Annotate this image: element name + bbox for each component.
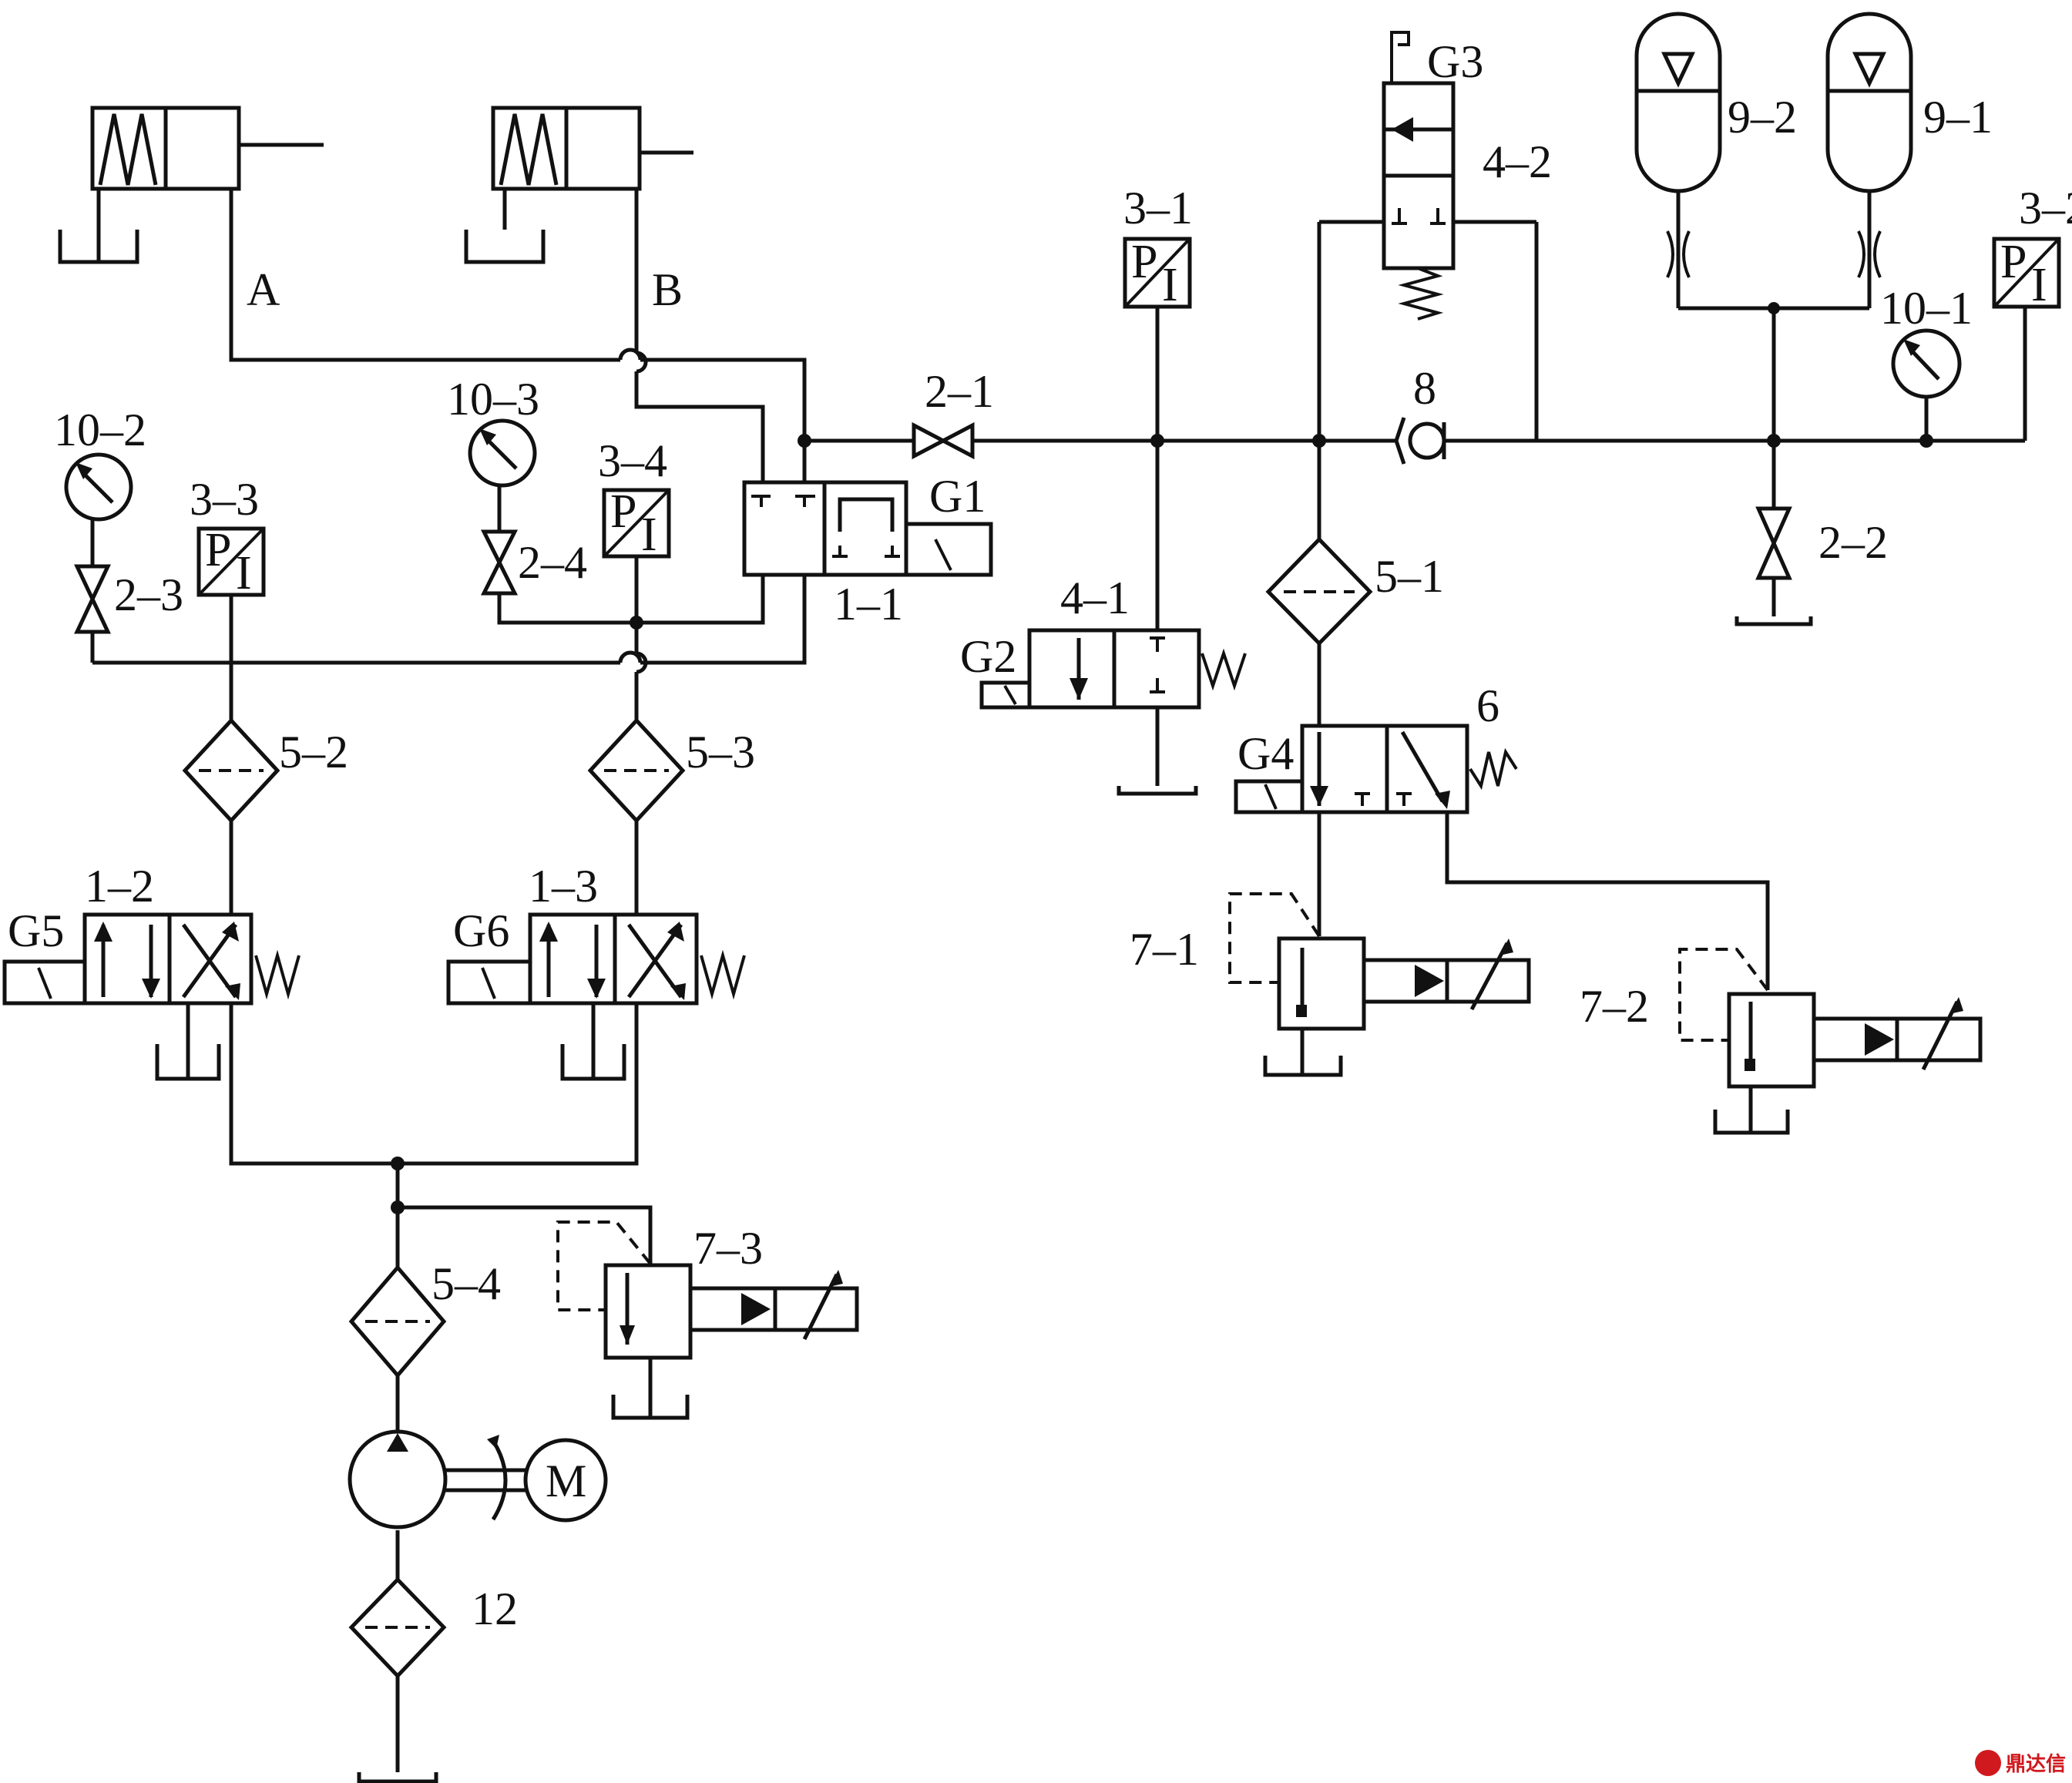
pressure-sensor-3-3: P I (196, 524, 266, 599)
valve-4-2 (1382, 31, 1456, 321)
piping (90, 189, 2027, 1772)
label-5-2: 5–2 (279, 727, 348, 777)
label-12: 12 (472, 1583, 518, 1634)
check-valve-8 (1394, 417, 1446, 465)
filter-5-2 (182, 717, 280, 824)
label-4-1: 4–1 (1060, 573, 1130, 623)
label-G1: G1 (929, 471, 986, 522)
valve-1-3 (446, 912, 746, 1081)
label-5-1: 5–1 (1375, 551, 1444, 602)
label-7-2: 7–2 (1580, 981, 1649, 1032)
label-3-1: 3–1 (1123, 183, 1193, 233)
valve-1-2 (2, 912, 301, 1081)
label-7-1: 7–1 (1130, 924, 1199, 975)
gauge-10-3 (468, 418, 537, 532)
valve-2-3 (74, 564, 111, 634)
label-10-3: 10–3 (447, 374, 539, 425)
gauge-10-1 (1891, 328, 1962, 431)
label-1-2: 1–2 (85, 861, 154, 912)
label-B: B (652, 264, 683, 315)
label-A: A (247, 264, 280, 315)
svg-text:I: I (1162, 259, 1178, 311)
filter-5-1 (1265, 536, 1373, 646)
label-G3: G3 (1427, 36, 1483, 87)
svg-text:I: I (641, 509, 657, 561)
svg-text:M: M (546, 1456, 586, 1506)
label-1-1: 1–1 (834, 579, 903, 630)
svg-text:P: P (1131, 236, 1157, 288)
relief-valve-7-1 (1228, 892, 1531, 1077)
label-6: 6 (1476, 680, 1499, 731)
svg-text:I: I (2031, 259, 2047, 311)
watermark-text: 鼎达信 (2005, 1753, 2066, 1776)
label-5-4: 5–4 (432, 1258, 501, 1309)
label-5-3: 5–3 (686, 727, 755, 777)
label-G6: G6 (453, 905, 509, 956)
filter-5-4 (348, 1264, 447, 1378)
label-2-3: 2–3 (114, 569, 183, 620)
label-2-2: 2–2 (1818, 517, 1888, 568)
pump (348, 1429, 526, 1529)
label-8: 8 (1413, 363, 1436, 414)
label-7-3: 7–3 (693, 1223, 763, 1274)
svg-text:P: P (205, 524, 231, 576)
label-3-2: 3–2 (2019, 183, 2072, 233)
label-2-4: 2–4 (518, 537, 587, 588)
valve-1-1 (742, 480, 993, 577)
pressure-sensor-3-1: P I (1123, 236, 1192, 311)
valve-6 (1234, 724, 1518, 814)
label-2-1: 2–1 (925, 366, 994, 417)
relief-valve-7-2 (1678, 948, 1983, 1135)
valve-2-1 (912, 421, 975, 460)
cylinder-b (464, 106, 693, 264)
label-G2: G2 (960, 631, 1016, 682)
gauge-10-2 (64, 452, 133, 566)
label-1-3: 1–3 (529, 861, 598, 912)
filter-12 (348, 1576, 447, 1783)
watermark-logo-icon (1974, 1749, 2001, 1776)
relief-valve-7-3 (556, 1221, 859, 1420)
label-9-1: 9–1 (1923, 92, 1993, 143)
label-10-2: 10–2 (54, 405, 146, 455)
cylinder-a (58, 106, 324, 264)
accumulator-9-2 (1634, 12, 1722, 278)
label-10-1: 10–1 (1880, 283, 1973, 334)
label-3-3: 3–3 (190, 474, 259, 525)
motor: M (523, 1438, 608, 1523)
label-G5: G5 (8, 905, 64, 956)
svg-text:P: P (610, 485, 636, 538)
valve-4-1 (979, 628, 1247, 796)
label-9-2: 9–2 (1728, 92, 1797, 143)
pressure-sensor-3-2: P I (1992, 236, 2061, 311)
accumulator-9-1 (1825, 12, 1913, 278)
watermark: 鼎达信 (1974, 1748, 2066, 1777)
filter-5-3 (587, 717, 686, 824)
svg-text:I: I (236, 547, 252, 599)
svg-text:P: P (2000, 236, 2027, 288)
valve-2-4 (480, 529, 519, 596)
label-4-2: 4–2 (1483, 136, 1552, 187)
label-3-4: 3–4 (598, 435, 667, 486)
valve-2-2 (1735, 506, 1813, 626)
component-labels: A B 2–1 2–2 2–3 2–4 3–1 3–2 3–3 3–4 10–1… (8, 36, 2072, 1634)
pressure-sensor-3-4: P I (602, 485, 671, 595)
label-G4: G4 (1237, 728, 1294, 779)
